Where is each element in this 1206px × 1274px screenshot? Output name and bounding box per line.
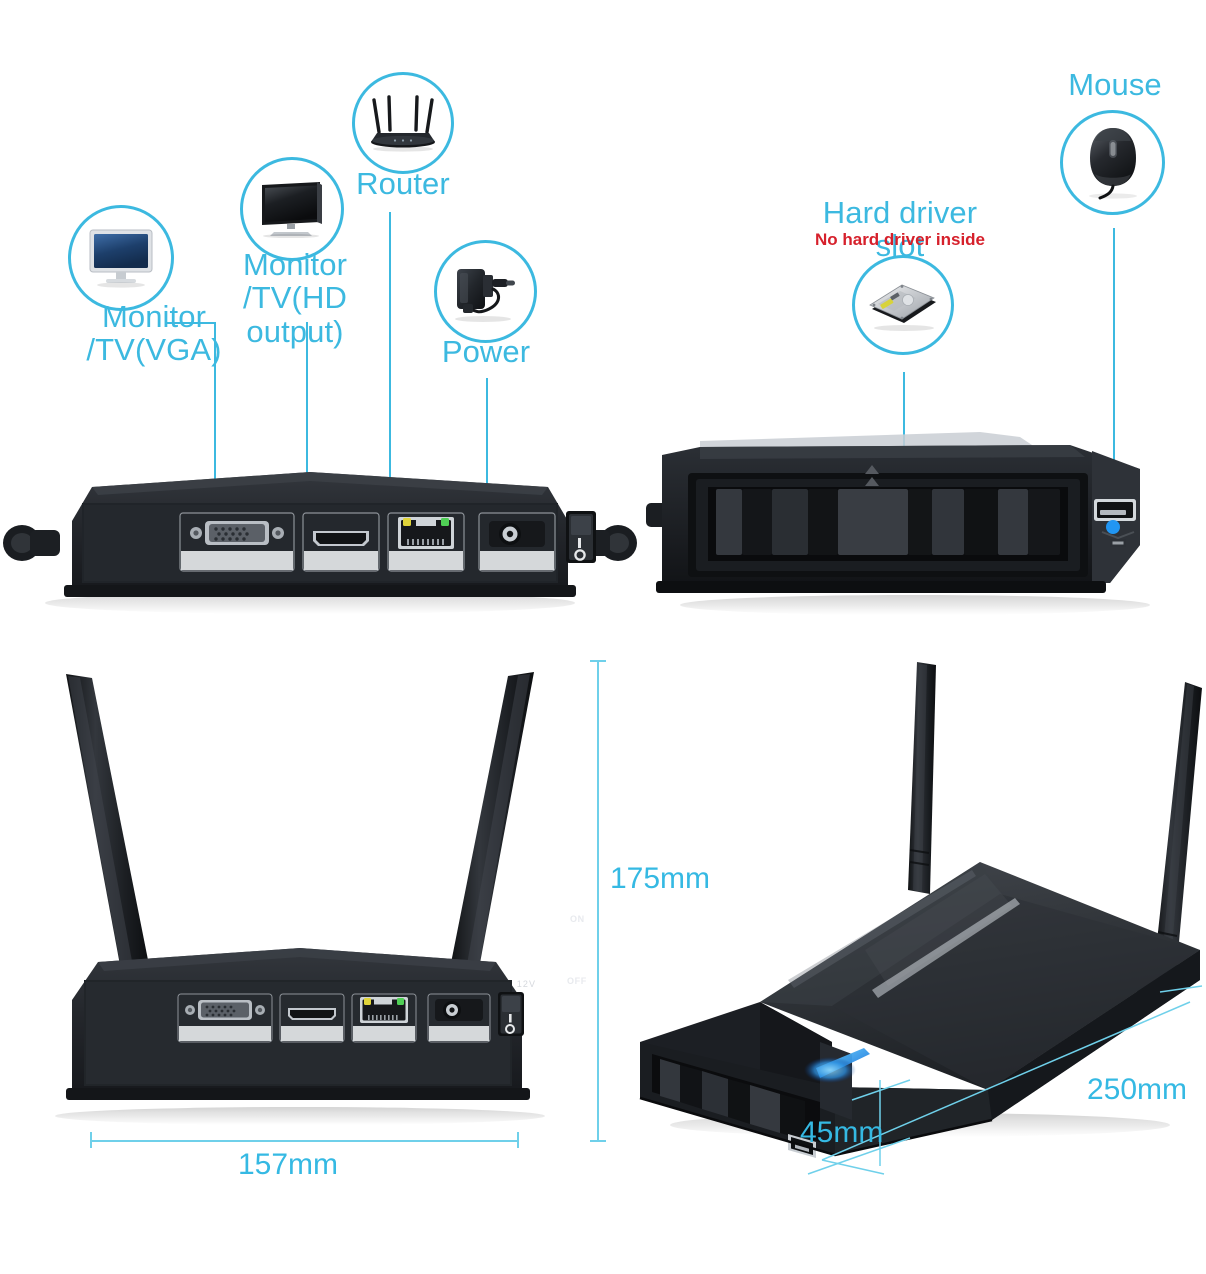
device-rear-panel-view: VGA HDMI WAN DC 12V ON OFF [0,425,640,989]
dimension-label-175mm: 175mm [610,862,711,895]
wan-port [387,512,465,572]
hdmi-port [302,512,380,572]
dimension-label-250mm: 250mm [1087,1073,1188,1106]
leader-line-power-v [486,378,488,518]
dimension-line-157mm [90,1140,518,1142]
power-adapter-icon [454,268,515,322]
leader-line-hdmi-v [306,322,308,520]
hdd-bay-fins [716,489,1060,555]
leader-line-router-v [389,212,391,520]
dc-power-jack [478,512,556,572]
hard-driver-warning-note: No hard driver inside [814,230,986,249]
dimension-label-45mm: 45mm [800,1116,884,1149]
dimension-line-175mm [597,660,599,1142]
tv-icon [262,182,322,238]
callout-label-monitor-vga: Monitor /TV(VGA) [86,299,222,368]
vga-port [179,512,295,572]
power-adapter-icon-bubble [434,240,537,343]
callout-label-power: Power [441,334,531,369]
router-icon [371,95,435,152]
device-front-hdd-bay-view [640,415,1200,625]
dimension-cap-175mm-bot [590,1140,606,1142]
switch-label-off: OFF [567,976,587,986]
dimension-group-250-45 [807,985,1203,1175]
leader-line-mouse-v [1113,228,1115,486]
dimension-cap-157mm-right [517,1132,519,1148]
tv-icon-bubble [240,157,344,261]
router-icon-bubble [352,72,454,174]
antenna-rear-left [908,662,936,894]
dimension-cap-157mm-left [90,1132,92,1148]
callout-label-router: Router [356,166,450,201]
monitor-icon [89,229,153,288]
power-rocker-switch-front [498,992,524,1036]
leader-line-vga-v [214,322,216,515]
usb-port [1094,499,1136,547]
monitor-icon-bubble [68,205,174,311]
perspective-svg [639,662,1202,1158]
hdd-bay-fins-perspective [660,1059,805,1140]
dc-power-jack-front [427,993,491,1043]
leader-line-vga-h [166,322,216,324]
mouse-icon-bubble [1060,110,1165,215]
device-perspective-view [620,650,1206,1180]
vga-port-front [177,993,273,1043]
hard-drive-icon-bubble [852,255,954,355]
hard-drive-icon [869,284,936,331]
dimension-cap-175mm-top [590,660,606,662]
callout-label-mouse: Mouse [1068,67,1162,102]
device-front-antennas-view: VGA HDMI WAN DC 12V ON OFF [10,650,590,1130]
port-label-dc: DC 12V [497,979,537,989]
front-hdd-bay-svg [646,432,1150,615]
power-rocker-switch [566,511,596,563]
switch-label-on: ON [570,914,585,924]
rear-panel-svg [3,472,637,614]
dimension-label-157mm: 157mm [238,1148,339,1181]
front-antennas-svg [55,672,545,1125]
wan-port-front [351,993,417,1043]
mouse-icon [1088,127,1137,199]
callout-label-monitor-hdmi: Monitor /TV(HD output) [242,247,348,349]
antenna-hinge-left [3,525,60,561]
leader-dot-usb [1106,520,1120,534]
hdmi-port-front [279,993,345,1043]
